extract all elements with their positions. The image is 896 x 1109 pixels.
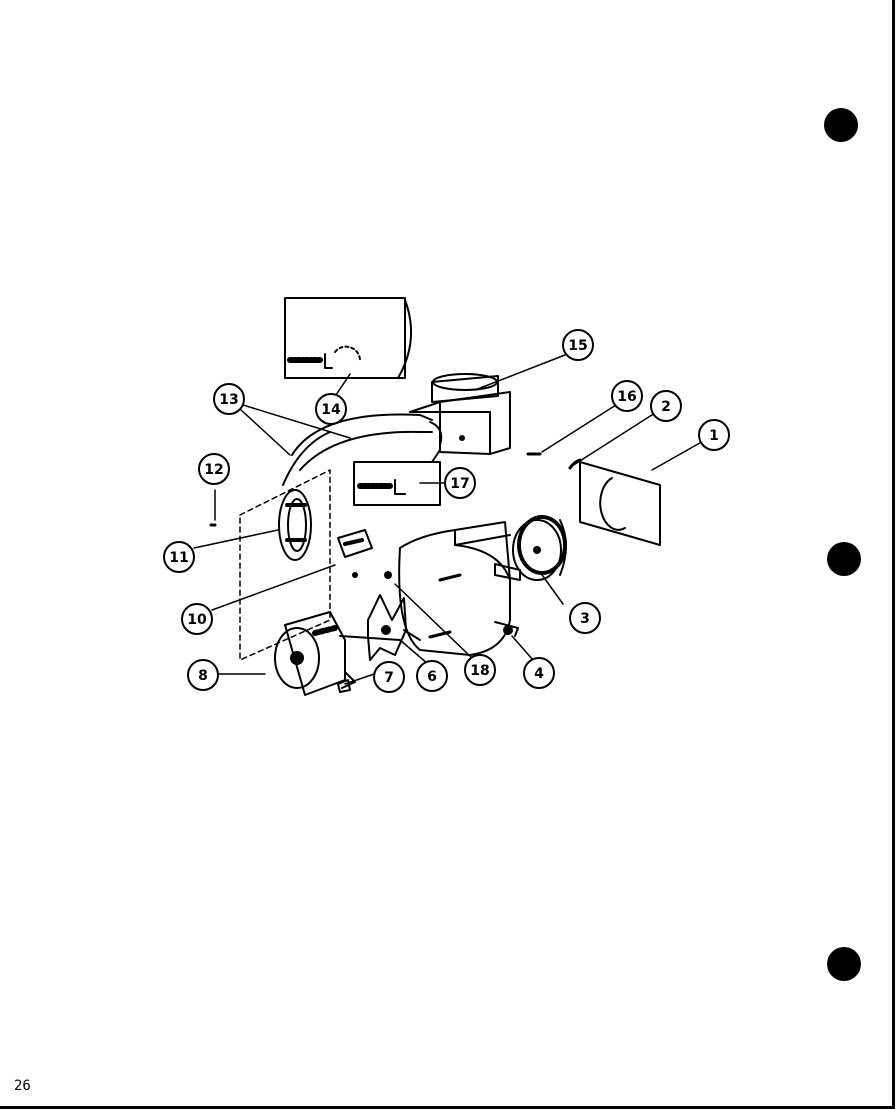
page-number: 26 [14, 1078, 31, 1094]
callout-2: 2 [650, 390, 682, 422]
callout-6-label: 6 [427, 669, 437, 685]
bracket [337, 679, 351, 693]
gasket [278, 489, 312, 561]
mounting-panel [239, 469, 331, 661]
callout-7-label: 7 [384, 670, 394, 686]
callout-11: 11 [163, 541, 195, 573]
callout-1: 1 [698, 419, 730, 451]
callout-17-label: 17 [450, 476, 469, 492]
fan-wheel [367, 594, 421, 661]
callout-18: 18 [464, 654, 496, 686]
gasket-strip [568, 458, 582, 470]
callout-10: 10 [181, 603, 213, 635]
callout-15: 15 [562, 329, 594, 361]
callout-7: 7 [373, 661, 405, 693]
flue-pipe [282, 413, 443, 486]
pipe-section [353, 449, 441, 506]
callout-6: 6 [416, 660, 448, 692]
leader-lines [193, 354, 715, 685]
binder-hole-bottom [827, 947, 861, 981]
callout-4: 4 [523, 657, 555, 689]
callout-15-label: 15 [568, 338, 587, 354]
callout-17: 17 [444, 467, 476, 499]
callout-12-label: 12 [204, 462, 223, 478]
callout-3-label: 3 [580, 611, 590, 627]
outlet-collar [409, 373, 511, 455]
callouts: 1 2 3 4 6 7 8 [163, 329, 730, 693]
blower-housing [384, 521, 521, 656]
callout-13-label: 13 [219, 392, 238, 408]
mounting-plate [579, 461, 661, 546]
callout-2-label: 2 [661, 399, 671, 415]
callout-8: 8 [187, 659, 219, 691]
callout-16-label: 16 [617, 389, 636, 405]
binder-hole-top [824, 108, 858, 142]
callout-3: 3 [569, 602, 601, 634]
pressure-switch [337, 529, 373, 578]
callout-1-label: 1 [709, 428, 719, 444]
upper-panel [284, 297, 413, 379]
callout-18-label: 18 [470, 663, 489, 679]
callout-13: 13 [213, 383, 245, 415]
callout-16: 16 [611, 380, 643, 412]
callout-10-label: 10 [187, 612, 207, 628]
foot [503, 625, 513, 635]
callout-8-label: 8 [198, 668, 208, 684]
callout-11-label: 11 [169, 550, 188, 566]
callout-4-label: 4 [534, 666, 544, 682]
callout-12: 12 [198, 453, 230, 485]
callout-14-label: 14 [321, 402, 341, 418]
callout-14: 14 [315, 393, 347, 425]
binder-hole-middle [827, 542, 861, 576]
motor [274, 611, 401, 696]
inducer-wheel [512, 515, 567, 581]
